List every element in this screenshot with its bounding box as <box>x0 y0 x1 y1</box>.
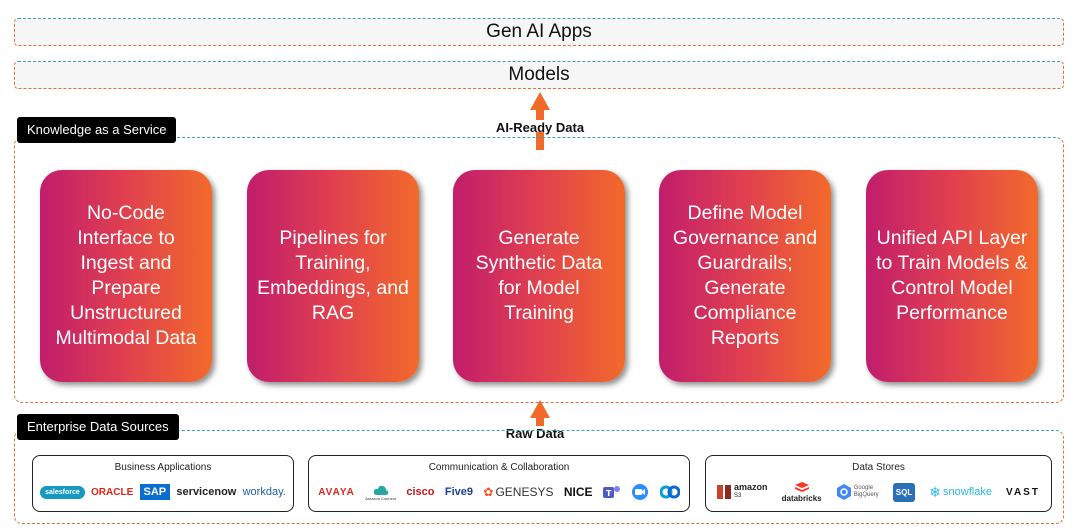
card-pipelines: Pipelines for Training, Embeddings, and … <box>247 170 419 382</box>
cloud-icon <box>373 485 388 495</box>
salesforce-logo-icon: salesforce <box>40 485 85 499</box>
databricks-logo-icon: databricks <box>782 481 822 503</box>
card-ingest-text: No-Code Interface to Ingest and Prepare … <box>55 202 197 349</box>
teams-logo-icon: T <box>602 484 621 500</box>
gen-ai-apps-layer: Gen AI Apps <box>14 18 1064 46</box>
bigquery-logo-icon: Google BigQuery <box>836 484 879 500</box>
data-stores-box: Data Stores amazon S3 databricks Google … <box>705 455 1052 512</box>
data-stores-title: Data Stores <box>852 462 905 473</box>
card-api-layer-text: Unified API Layer to Train Models & Cont… <box>876 227 1028 324</box>
webex-logo-icon <box>659 485 680 499</box>
ai-ready-arrow-icon <box>530 92 550 150</box>
card-pipelines-text: Pipelines for Training, Embeddings, and … <box>257 227 409 324</box>
kaas-tag: Knowledge as a Service <box>17 117 177 143</box>
card-governance-text: Define Model Governance and Guardrails; … <box>672 202 818 349</box>
raw-data-arrow-icon <box>530 400 550 426</box>
business-apps-title: Business Applications <box>114 462 212 473</box>
snowflake-logo-icon: ❄snowflake <box>929 483 992 500</box>
oracle-logo-icon: ORACLE <box>91 486 134 498</box>
avaya-logo-icon: AVAYA <box>318 486 355 498</box>
servicenow-logo-icon: servicenow <box>176 486 237 498</box>
raw-data-label: Raw Data <box>505 426 565 441</box>
svg-text:T: T <box>606 489 612 498</box>
workday-logo-icon: workday. <box>242 486 286 498</box>
gen-ai-apps-label: Gen AI Apps <box>486 21 592 42</box>
card-synthetic: Generate Synthetic Data for Model Traini… <box>453 170 625 382</box>
amazon-s3-logo-icon: amazon S3 <box>717 483 768 501</box>
communication-title: Communication & Collaboration <box>428 462 570 473</box>
business-apps-box: Business Applications salesforce ORACLE … <box>32 455 294 512</box>
sql-logo-icon: SQL <box>892 482 916 502</box>
nice-logo-icon: NICE <box>563 485 593 499</box>
amazon-connect-logo-icon: Amazon Connect <box>365 484 396 501</box>
models-label: Models <box>508 64 570 85</box>
card-ingest: No-Code Interface to Ingest and Prepare … <box>40 170 212 382</box>
sources-region <box>14 430 1064 524</box>
communication-box: Communication & Collaboration AVAYA Amaz… <box>308 455 690 512</box>
cisco-logo-icon: cisco <box>406 486 435 498</box>
sap-logo-icon: SAP <box>139 484 171 500</box>
models-layer: Models <box>14 61 1064 89</box>
zoom-logo-icon <box>631 484 649 500</box>
card-synthetic-text: Generate Synthetic Data for Model Traini… <box>475 227 603 324</box>
card-governance: Define Model Governance and Guardrails; … <box>659 170 831 382</box>
ai-ready-data-label: AI-Ready Data <box>495 120 585 135</box>
card-api-layer: Unified API Layer to Train Models & Cont… <box>866 170 1038 382</box>
vast-logo-icon: VAST <box>1006 486 1040 498</box>
sources-tag: Enterprise Data Sources <box>17 414 179 440</box>
genesys-logo-icon: ✿GENESYS <box>483 485 554 499</box>
five9-logo-icon: Five9 <box>444 486 474 498</box>
